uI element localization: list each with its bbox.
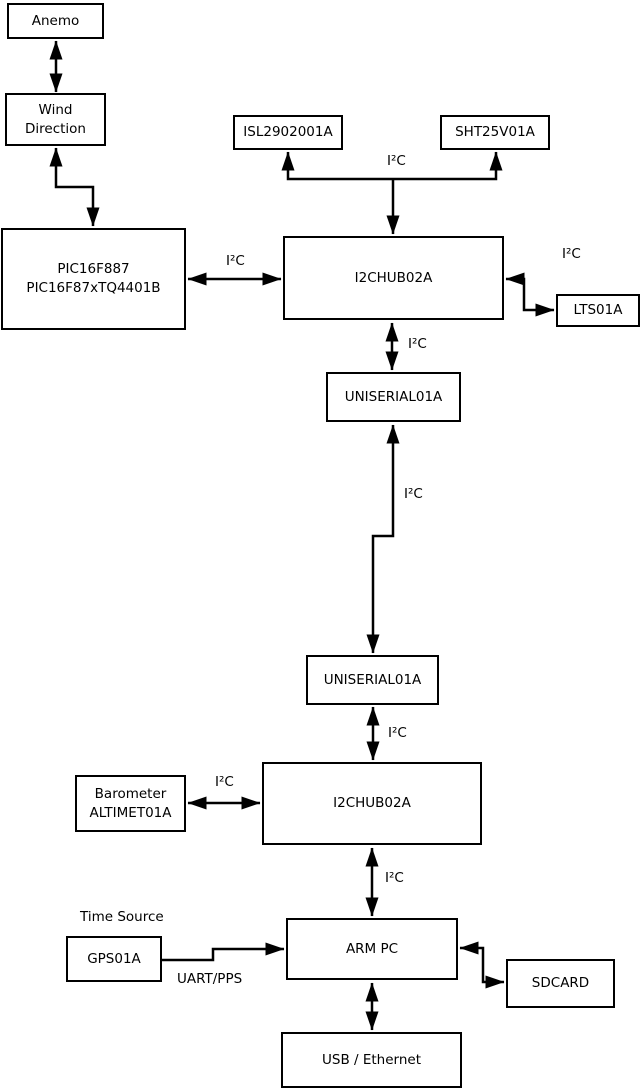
node-arm-pc-label: ARM PC — [345, 940, 399, 957]
node-i2chub02a-bottom-label: I2CHUB02A — [333, 795, 411, 812]
node-uniserial01a-bottom-label: UNISERIAL01A — [323, 671, 422, 688]
connector-i2chub-top-lts — [505, 272, 555, 317]
node-barometer-altimet01a: Barometer ALTIMET01A — [75, 775, 186, 832]
node-lts01a-label: LTS01A — [573, 302, 623, 319]
node-uniserial01a-top-label: UNISERIAL01A — [344, 388, 443, 405]
node-uniserial01a-top: UNISERIAL01A — [326, 372, 461, 422]
node-gps01a: GPS01A — [66, 936, 162, 982]
node-gps01a-label: GPS01A — [87, 950, 141, 967]
edge-label-i2c-pic-hub: I²C — [226, 253, 245, 269]
caption-time-source: Time Source — [80, 909, 164, 925]
node-sht25v01a-label: SHT25V01A — [455, 124, 535, 141]
node-wind-direction-label: Wind Direction — [25, 101, 86, 137]
node-arm-pc: ARM PC — [286, 918, 458, 980]
node-i2chub02a-bottom: I2CHUB02A — [262, 762, 482, 845]
edge-label-i2c-uniserial-link: I²C — [404, 486, 423, 502]
node-i2chub02a-top-label: I2CHUB02A — [354, 269, 433, 286]
node-isl2902001a: ISL2902001A — [233, 115, 343, 150]
node-i2chub02a-top: I2CHUB02A — [283, 236, 504, 320]
node-sdcard-label: SDCARD — [531, 975, 590, 992]
edge-label-i2c-hub-lts: I²C — [562, 246, 581, 262]
node-wind-direction: Wind Direction — [5, 93, 106, 146]
edge-label-i2c-barometer-hub2: I²C — [215, 774, 234, 790]
edge-label-i2c-hub-uniserial: I²C — [408, 336, 427, 352]
node-lts01a: LTS01A — [556, 294, 640, 327]
connector-uniserial-uniserial — [366, 424, 400, 654]
edge-label-i2c-hub2-armpc: I²C — [385, 870, 404, 886]
node-anemo: Anemo — [7, 3, 104, 39]
node-uniserial01a-bottom: UNISERIAL01A — [306, 655, 439, 705]
node-usb-ethernet-label: USB / Ethernet — [322, 1051, 421, 1068]
edge-label-i2c-uniserial-hub2: I²C — [388, 725, 407, 741]
node-isl2902001a-label: ISL2902001A — [243, 124, 333, 141]
node-usb-ethernet: USB / Ethernet — [281, 1032, 462, 1088]
connector-gps-armpc — [162, 942, 285, 962]
node-barometer-altimet01a-label: Barometer ALTIMET01A — [89, 785, 172, 821]
edge-label-uart-pps: UART/PPS — [177, 971, 243, 987]
node-sht25v01a: SHT25V01A — [440, 115, 550, 150]
node-anemo-label: Anemo — [31, 12, 80, 29]
node-sdcard: SDCARD — [506, 959, 615, 1008]
node-pic16f887-label: PIC16F887 PIC16F87xTQ4401B — [26, 261, 161, 296]
connector-armpc-sdcard — [459, 941, 505, 989]
node-pic16f887: PIC16F887 PIC16F87xTQ4401B — [1, 228, 186, 330]
connector-wind-pic — [49, 147, 100, 227]
edge-label-i2c-bus-sensors: I²C — [387, 153, 406, 169]
